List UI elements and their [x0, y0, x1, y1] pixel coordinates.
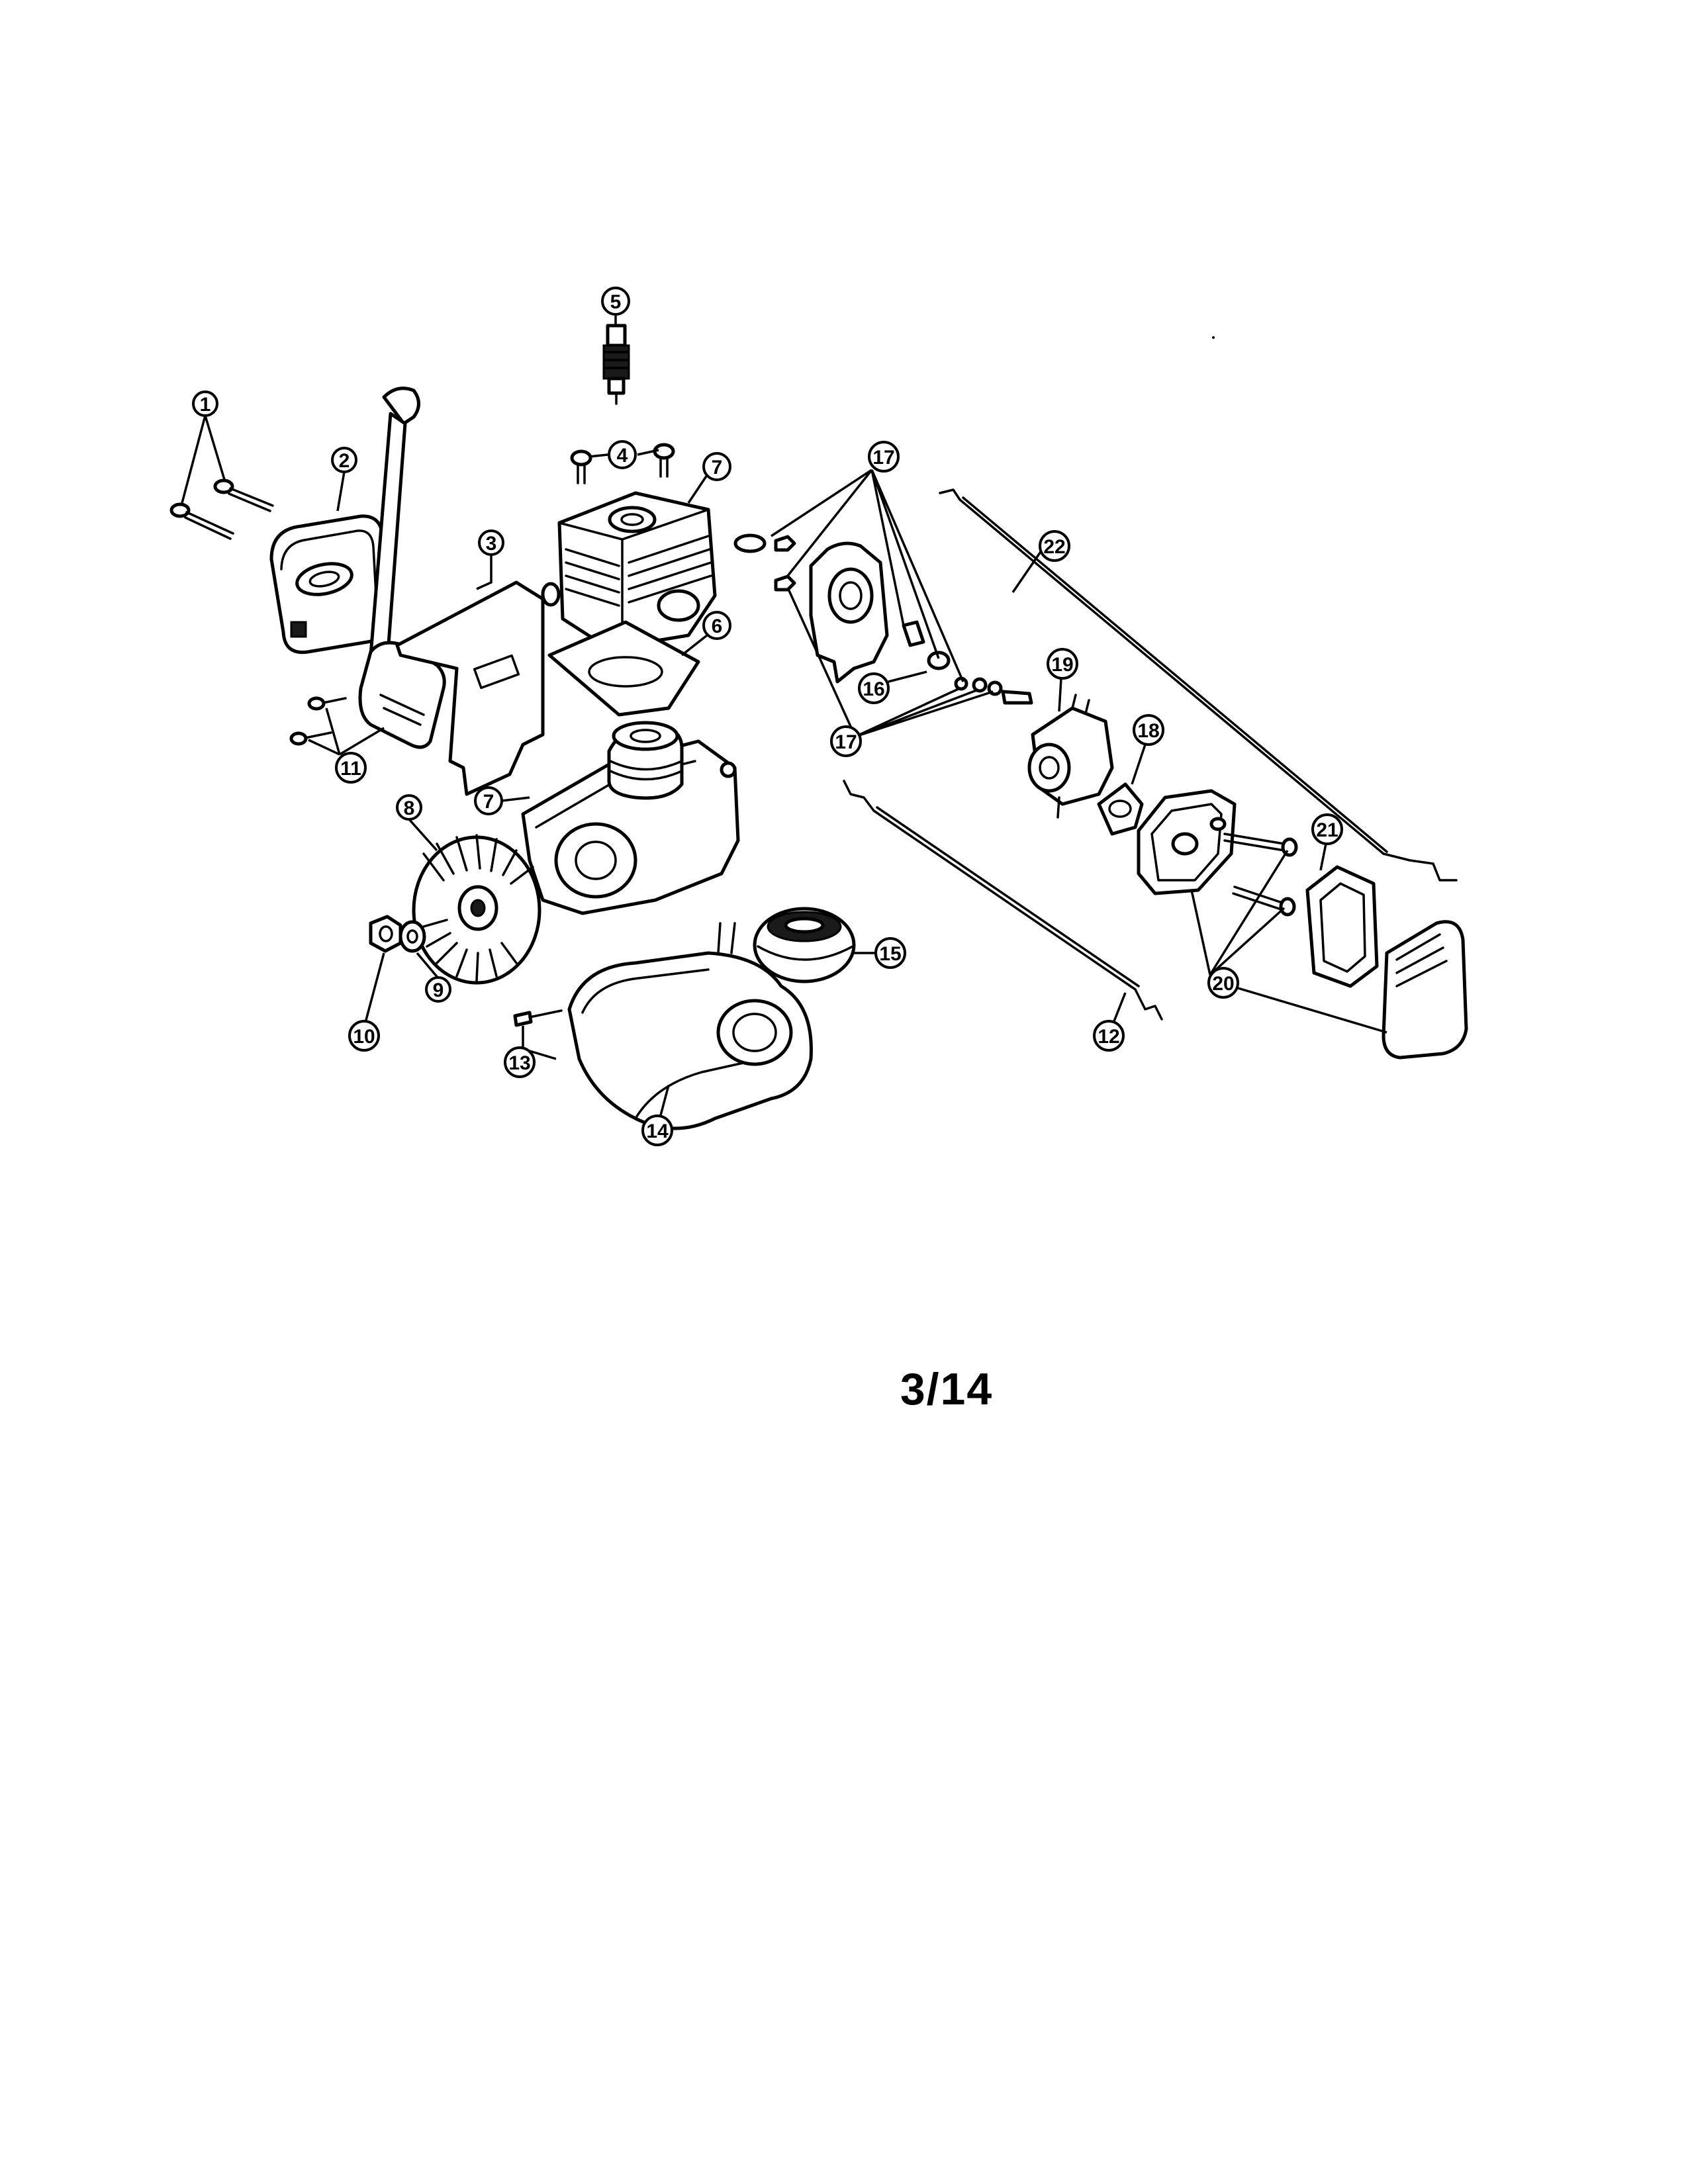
- callout-1-label: 1: [200, 394, 211, 416]
- callout-9-label: 9: [433, 979, 444, 1001]
- callout-13-label: 13: [508, 1052, 530, 1074]
- starter-part: [753, 907, 856, 983]
- callout-13: 13: [504, 1046, 536, 1078]
- callout-17-bottom-label: 17: [835, 731, 857, 753]
- air-filter-base-part: [1137, 789, 1237, 895]
- callout-22: 22: [1039, 530, 1070, 562]
- crankcase-part: [521, 721, 740, 915]
- callout-18-label: 18: [1137, 720, 1159, 742]
- callout-2: 2: [331, 447, 357, 473]
- callout-15: 15: [874, 937, 906, 969]
- stray-dot: [1212, 336, 1215, 339]
- callout-17-top-label: 17: [872, 447, 894, 469]
- page-number: 3/14: [900, 1364, 994, 1414]
- cylinder-gasket-part: [547, 620, 700, 717]
- callout-3-label: 3: [486, 533, 497, 555]
- throttle-cable-part: [939, 488, 1458, 882]
- callout-8-label: 8: [404, 797, 415, 819]
- callout-15-label: 15: [879, 943, 901, 965]
- washer-part: [399, 920, 426, 953]
- spark-plug-part: [602, 324, 630, 405]
- callout-21: 21: [1311, 813, 1343, 845]
- callout-3: 3: [478, 529, 504, 556]
- callout-19-label: 19: [1051, 654, 1073, 676]
- callout-16: 16: [858, 672, 890, 704]
- flywheel-part: [412, 834, 541, 985]
- callout-11: 11: [335, 752, 367, 784]
- callout-14: 14: [641, 1115, 673, 1146]
- callout-20-label: 20: [1212, 973, 1234, 995]
- callout-17-top: 17: [868, 441, 900, 473]
- callout-12-label: 12: [1098, 1026, 1119, 1048]
- heat-shield-part: [395, 580, 545, 796]
- long-screws-part: [169, 478, 274, 540]
- callout-10: 10: [348, 1020, 380, 1052]
- cylinder-part: [541, 491, 717, 651]
- callout-14-label: 14: [646, 1120, 669, 1142]
- engine-housing-part: [567, 922, 813, 1130]
- callout-6-label: 6: [712, 615, 723, 637]
- callout-6: 6: [702, 611, 731, 640]
- ground-lead-part: [843, 780, 1163, 1021]
- flywheel-nut-part: [369, 915, 402, 953]
- air-filter-element-part: [1305, 865, 1379, 988]
- callout-18: 18: [1133, 714, 1164, 746]
- callout-7-crankcase: 7: [474, 786, 503, 815]
- callout-5: 5: [601, 287, 630, 316]
- callout-19: 19: [1047, 648, 1078, 680]
- callout-8: 8: [396, 794, 422, 821]
- carburetor-part: [1027, 694, 1114, 819]
- callout-7-cylinder-label: 7: [712, 457, 723, 478]
- callout-17-bottom: 17: [830, 725, 862, 757]
- carburetor-gasket-part: [1097, 782, 1144, 836]
- callout-9: 9: [425, 976, 451, 1003]
- callout-21-label: 21: [1316, 819, 1338, 841]
- callout-20: 20: [1207, 967, 1239, 999]
- callout-7-cylinder: 7: [702, 452, 731, 481]
- callout-11-label: 11: [340, 758, 361, 780]
- air-filter-screws-part: [1223, 833, 1298, 917]
- callout-10-label: 10: [353, 1026, 375, 1048]
- callout-22-label: 22: [1043, 536, 1065, 558]
- callout-4: 4: [608, 440, 637, 469]
- callout-7-crankcase-label: 7: [483, 791, 494, 813]
- leader-lines: [181, 314, 1387, 1116]
- air-filter-cover-part: [1382, 920, 1468, 1060]
- cylinder-screws-part: [570, 443, 675, 484]
- callout-12: 12: [1093, 1020, 1125, 1052]
- intake-manifold-part: [733, 533, 1033, 705]
- muffler-part: [269, 514, 389, 655]
- ignition-module-part: [358, 387, 446, 749]
- ignition-screws-part: [289, 696, 347, 746]
- callout-16-label: 16: [863, 678, 884, 700]
- callout-2-label: 2: [339, 450, 350, 472]
- callout-5-label: 5: [610, 291, 622, 313]
- callout-4-label: 4: [617, 445, 628, 467]
- callout-1: 1: [192, 390, 218, 417]
